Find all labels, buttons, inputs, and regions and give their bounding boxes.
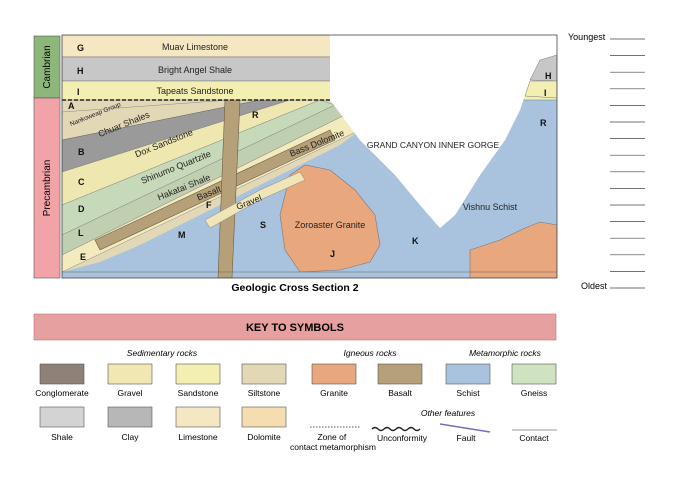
gorge-label: GRAND CANYON INNER GORGE — [367, 140, 500, 150]
right-tapeats-remnant — [524, 80, 557, 99]
dolomite-key-label: Dolomite — [247, 432, 281, 442]
granite-key-label: Granite — [320, 388, 348, 398]
precambrian-era-label: Precambrian — [42, 160, 53, 217]
key-row-2: Shale Clay Limestone Dolomite — [39, 406, 287, 442]
letter-markers: G H I A B C D L E M F R S J K H I R — [68, 43, 552, 262]
key-banner — [33, 313, 557, 341]
clay-key-label: Clay — [121, 432, 139, 442]
marker-letter: E — [80, 252, 86, 262]
clay-swatch — [107, 406, 153, 428]
other-features: Zone of contact metamorphism Unconformit… — [290, 423, 557, 452]
key-group-headings: Sedimentary rocks Igneous rocks Metamorp… — [127, 348, 542, 418]
schist-key-label: Schist — [456, 388, 480, 398]
unconformity-label: Unconformity — [377, 433, 428, 443]
granite-swatch — [311, 363, 357, 385]
marker-letter: A — [68, 101, 75, 111]
marker-letter: L — [78, 228, 84, 238]
section-title: Geologic Cross Section 2 — [231, 282, 358, 294]
marker-letter: B — [78, 147, 85, 157]
siltstone-key-label: Siltstone — [248, 388, 281, 398]
limestone-key-label: Limestone — [178, 432, 217, 442]
other-features-heading: Other features — [421, 408, 476, 418]
marker-letter: F — [206, 200, 212, 210]
contact-metamorphism-label: Zone of contact metamorphism — [290, 432, 376, 452]
marker-letter: I — [544, 88, 547, 98]
cambrian-era-bar — [33, 35, 61, 99]
cross-section — [62, 35, 557, 278]
siltstone-swatch — [241, 363, 287, 385]
key-title: KEY TO SYMBOLS — [246, 322, 344, 334]
muav-limestone-label: Muav Limestone — [162, 42, 228, 52]
marker-letter: H — [77, 66, 84, 76]
marker-letter: R — [540, 118, 547, 128]
age-scale: Youngest Oldest — [568, 32, 645, 291]
limestone-swatch — [175, 406, 221, 428]
marker-letter: M — [178, 230, 186, 240]
marker-letter: C — [78, 177, 85, 187]
marker-letter: S — [260, 220, 266, 230]
shale-swatch — [39, 406, 85, 428]
basalt-key-label: Basalt — [388, 388, 412, 398]
marker-letter: G — [77, 43, 84, 53]
schist-swatch — [445, 363, 491, 385]
gorge-air-over — [330, 35, 557, 228]
basalt-sill — [94, 129, 336, 251]
sandstone-key-label: Sandstone — [178, 388, 219, 398]
metamorphic-heading: Metamorphic rocks — [469, 348, 542, 358]
marker-letter: H — [545, 71, 552, 81]
cross-section-frame — [61, 34, 558, 279]
marker-letter: K — [412, 236, 419, 246]
basalt-swatch — [377, 363, 423, 385]
precambrian-era-bar — [33, 97, 61, 279]
shale-key-label: Shale — [51, 432, 73, 442]
sedimentary-heading: Sedimentary rocks — [127, 348, 198, 358]
era-bars: Cambrian Precambrian — [33, 35, 61, 279]
fault-symbol — [439, 423, 491, 433]
vishnu-schist-label: Vishnu Schist — [463, 202, 518, 212]
dolomite-swatch — [241, 406, 287, 428]
conglomerate-swatch — [39, 363, 85, 385]
oldest-label: Oldest — [581, 281, 608, 291]
conglomerate-label: Conglomerate — [35, 388, 89, 398]
cambrian-era-label: Cambrian — [42, 45, 53, 88]
zoroaster-granite-label: Zoroaster Granite — [295, 220, 366, 230]
zoroaster-granite — [279, 164, 381, 273]
right-bright-angel-remnant — [529, 54, 557, 82]
tapeats-sandstone-label: Tapeats Sandstone — [156, 86, 233, 96]
bright-angel-shale-label: Bright Angel Shale — [158, 65, 232, 75]
gravel-swatch — [107, 363, 153, 385]
gravel-key-label: Gravel — [117, 388, 142, 398]
gravel-unit — [204, 171, 306, 229]
marker-letter: D — [78, 204, 85, 214]
igneous-heading: Igneous rocks — [344, 348, 398, 358]
unconformity-symbol — [371, 426, 421, 432]
marker-letter: I — [77, 87, 80, 97]
marker-letter: J — [330, 249, 335, 259]
contact-label: Contact — [519, 433, 549, 443]
youngest-label: Youngest — [568, 32, 606, 42]
gneiss-swatch — [511, 363, 557, 385]
granite-body-right — [469, 221, 557, 278]
fault-label: Fault — [457, 433, 477, 443]
sandstone-swatch — [175, 363, 221, 385]
gneiss-key-label: Gneiss — [521, 388, 547, 398]
age-answer-lines — [610, 38, 645, 289]
marker-letter: R — [252, 110, 259, 120]
key-row-1: Conglomerate Gravel Sandstone Siltstone … — [35, 363, 557, 398]
